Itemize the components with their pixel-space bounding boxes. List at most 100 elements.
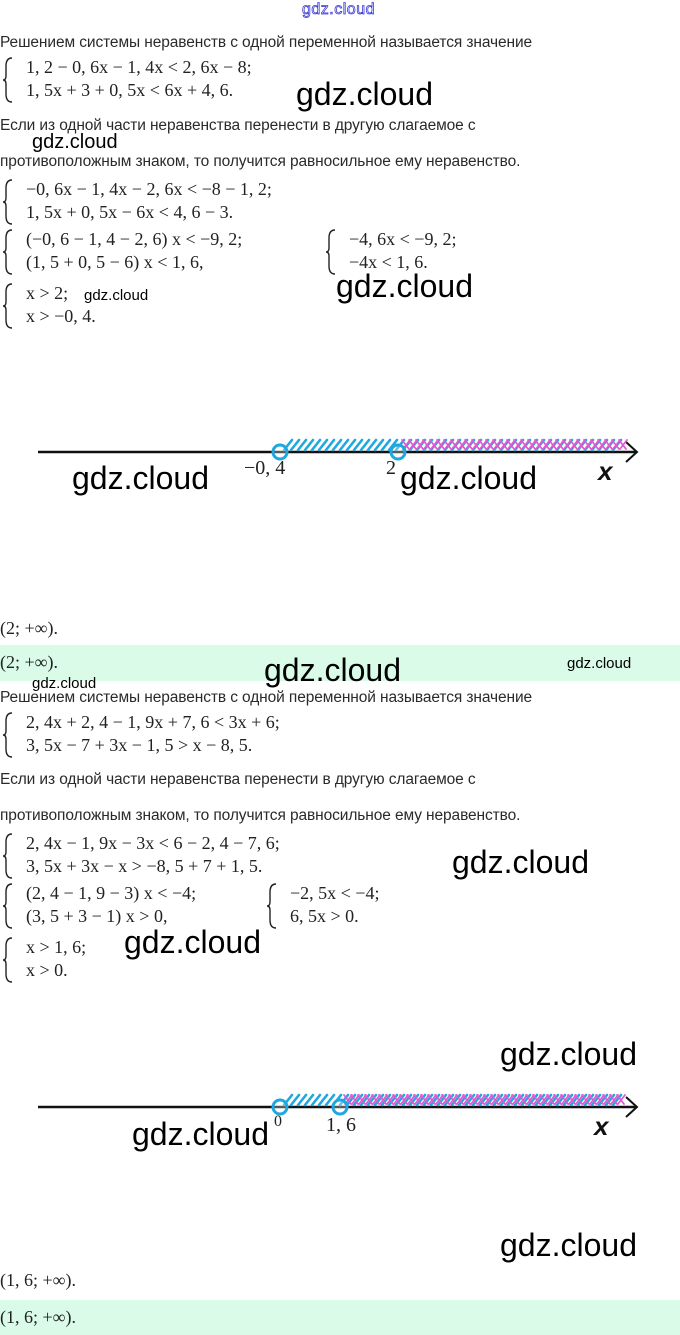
arrow-icon [625, 441, 639, 463]
hatch-stroke [399, 1094, 409, 1105]
hatch-stroke [513, 439, 523, 450]
equation-line: x > 0. [26, 960, 68, 980]
hatch-stroke [443, 439, 453, 450]
equation-line: 1, 5x + 3 + 0, 5x < 6x + 4, 6. [26, 80, 234, 100]
hatch-stroke [562, 439, 572, 450]
hatch-stroke [602, 1094, 612, 1105]
hatch-stroke [415, 1093, 427, 1107]
hatch-stroke [525, 1094, 535, 1105]
hatch-stroke [469, 1094, 479, 1105]
open-point [271, 1098, 289, 1116]
hatch-stroke [422, 1093, 434, 1107]
hatch-stroke [387, 1093, 399, 1107]
hatch-stroke [401, 1093, 413, 1107]
hatch-stroke [546, 1094, 556, 1105]
hatch-stroke [520, 439, 530, 450]
hatch-stroke [443, 1093, 455, 1107]
point-label: 1, 6 [326, 1114, 356, 1136]
hatch-stroke [413, 1094, 423, 1105]
hatch-stroke [457, 439, 467, 450]
hatch-stroke [527, 1093, 539, 1107]
hatch-stroke [436, 439, 446, 450]
watermark: gdz.cloud [32, 131, 118, 153]
hatch-stroke [506, 1093, 518, 1107]
watermark: gdz.cloud [84, 287, 149, 304]
hatch-stroke [532, 1094, 542, 1105]
hatch-stroke [490, 1094, 500, 1105]
rule-text-line2: противоположным знаком, то получится рав… [0, 153, 521, 170]
hatch-stroke [450, 439, 460, 450]
hatch-stroke [345, 1093, 357, 1107]
hatch-stroke [611, 1093, 623, 1107]
hatch-stroke [352, 1093, 364, 1107]
watermark: gdz.cloud [400, 460, 537, 496]
equation-line: −4, 6x < −9, 2; [349, 229, 457, 249]
hatch-stroke [429, 1093, 441, 1107]
system-step2-2: (2, 4 − 1, 9 − 3) x < −4; (3, 5 + 3 − 1)… [2, 882, 196, 929]
hatch-stroke [555, 1093, 567, 1107]
hatch-stroke [518, 1094, 528, 1105]
point-label: −0, 4 [244, 457, 286, 479]
hatch-stroke [394, 1093, 406, 1107]
hatch-stroke [448, 1094, 458, 1105]
hatch-stroke [331, 438, 343, 452]
watermark: gdz.cloud [452, 844, 589, 880]
hatch-stroke [497, 1094, 507, 1105]
hatch-stroke [303, 438, 315, 452]
definition-text: Решением системы неравенств с одной пере… [0, 34, 533, 51]
hatch-stroke [548, 1093, 560, 1107]
hatch-stroke [483, 1094, 493, 1105]
point-label: 2 [386, 457, 396, 479]
rule-text-line1: Если из одной части неравенства перенест… [0, 117, 476, 134]
brace-icon [2, 936, 14, 983]
hatch-stroke [364, 1094, 374, 1105]
equation-line: 6, 5x > 0. [290, 906, 359, 926]
watermark: gdz.cloud [72, 460, 209, 496]
hatch-stroke [317, 438, 329, 452]
hatch-stroke [616, 1094, 626, 1105]
open-point [271, 443, 289, 461]
hatch-stroke [406, 1094, 416, 1105]
hatch-stroke [560, 1094, 570, 1105]
system-step1-1: −0, 6x − 1, 4x − 2, 6x < −8 − 1, 2; 1, 5… [2, 178, 272, 225]
hatch-stroke [527, 439, 537, 450]
equation-line: 2, 4x − 1, 9x − 3x < 6 − 2, 4 − 7, 6; [26, 833, 280, 853]
hatch-stroke [380, 1093, 392, 1107]
equation-line: 2, 4x + 2, 4 − 1, 9x + 7, 6 < 3x + 6; [26, 712, 280, 732]
hatch-stroke [590, 439, 600, 450]
hatch-stroke [583, 439, 593, 450]
equation-line: 3, 5x + 3x − x > −8, 5 + 7 + 1, 5. [26, 856, 263, 876]
hatch-stroke [576, 439, 586, 450]
rule-text-line1: Если из одной части неравенства перенест… [0, 771, 476, 788]
brace-icon [2, 56, 14, 103]
hatch-stroke [427, 1094, 437, 1105]
hatch-stroke [310, 438, 322, 452]
hatch-stroke [555, 439, 565, 450]
system-step2b-1: −4, 6x < −9, 2; −4x < 1, 6. [325, 228, 457, 275]
hatch-stroke [385, 1094, 395, 1105]
hatch-stroke [359, 1093, 371, 1107]
hatch-stroke [359, 438, 371, 452]
hatch-stroke [492, 439, 502, 450]
equation-line: (3, 5 + 3 − 1) x > 0, [26, 906, 168, 926]
hatch-stroke [581, 1094, 591, 1105]
hatch-stroke [352, 438, 364, 452]
brace-icon [325, 228, 337, 275]
answer-highlight-text: (1, 6; +∞). [0, 1307, 76, 1327]
hatch-stroke [478, 439, 488, 450]
hatch-stroke [434, 1094, 444, 1105]
watermark: gdz.cloud [132, 1116, 269, 1152]
number-line-2 [38, 1093, 639, 1118]
hatch-stroke [590, 1093, 602, 1107]
watermark: gdz.cloud [567, 655, 632, 672]
hatch-stroke [338, 438, 350, 452]
hatch-stroke [366, 1093, 378, 1107]
equation-line: x > −0, 4. [26, 306, 96, 326]
hatch-stroke [366, 438, 378, 452]
hatch-stroke [618, 439, 628, 450]
watermark: gdz.cloud [336, 268, 473, 304]
hatch-stroke [583, 1093, 595, 1107]
answer-highlight-box: (2; +∞). [0, 645, 680, 681]
brace-icon [2, 832, 14, 879]
system-step2-1: (−0, 6 − 1, 4 − 2, 6) x < −9, 2; (1, 5 +… [2, 228, 242, 275]
